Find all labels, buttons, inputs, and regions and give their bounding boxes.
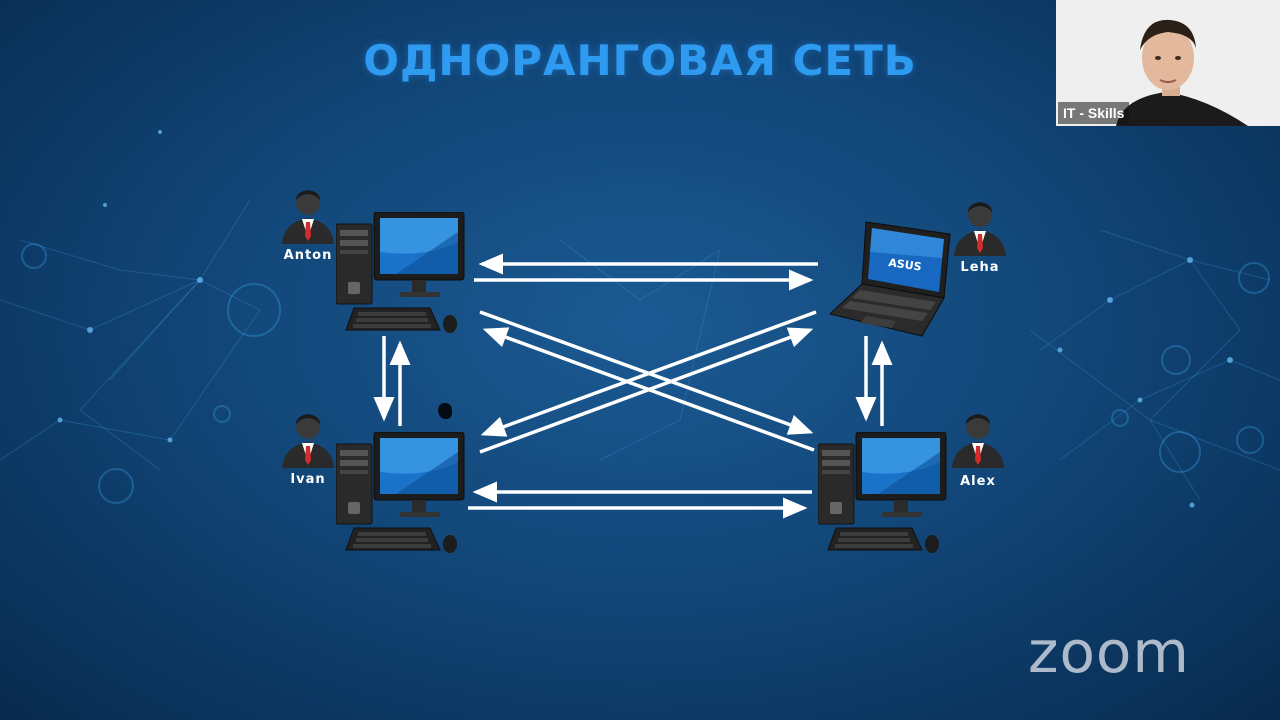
person-icon: [950, 410, 1006, 475]
node-leha: ASUS Leha: [826, 198, 1026, 348]
laptop-brand-logo: ASUS: [888, 256, 923, 274]
person-icon: [280, 186, 336, 251]
label-leha: Leha: [960, 260, 1000, 275]
arrow-anton-to-alex: [479, 310, 814, 435]
slide-title: ОДНОРАНГОВАЯ СЕТЬ: [363, 36, 917, 85]
label-alex: Alex: [960, 474, 996, 489]
arrow-ivan-to-leha: [479, 327, 814, 454]
zoom-watermark-logo: zoom: [1028, 618, 1190, 686]
node-alex: Alex: [818, 410, 1018, 565]
person-icon: [952, 198, 1008, 263]
label-anton: Anton: [283, 248, 333, 263]
label-ivan: Ivan: [290, 472, 326, 487]
participant-name-label: IT - Skills: [1058, 102, 1130, 124]
person-icon: [280, 410, 336, 475]
participant-video-tile[interactable]: IT - Skills: [1056, 0, 1280, 126]
node-anton: Anton: [280, 186, 470, 341]
pointer-cursor-icon: [438, 403, 452, 419]
laptop-icon: ASUS: [828, 221, 951, 337]
desktop-computer-icon: [336, 432, 465, 554]
desktop-computer-icon: [818, 432, 947, 554]
arrow-leha-to-ivan: [480, 310, 817, 437]
node-ivan: Ivan: [280, 410, 470, 565]
desktop-computer-icon: [336, 212, 465, 334]
